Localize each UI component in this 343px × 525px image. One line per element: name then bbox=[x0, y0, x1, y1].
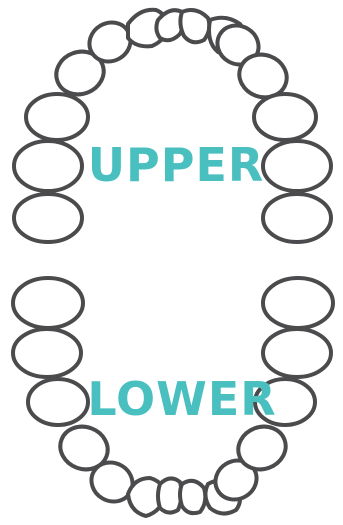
tooth-upper-right-molar-3[interactable] bbox=[263, 194, 331, 242]
upper-label: UPPER bbox=[88, 138, 265, 192]
tooth-lower-left-molar-1[interactable] bbox=[28, 379, 88, 425]
tooth-upper-left-molar-3[interactable] bbox=[14, 194, 82, 242]
tooth-lower-right-molar-3[interactable] bbox=[263, 278, 333, 328]
upper-arch bbox=[14, 10, 331, 242]
tooth-lower-right-incisor[interactable] bbox=[180, 481, 205, 513]
tooth-upper-left-molar-2[interactable] bbox=[14, 141, 82, 191]
lower-label: LOWER bbox=[87, 372, 276, 426]
tooth-upper-right-molar-1[interactable] bbox=[254, 94, 316, 140]
tooth-upper-left-molar-1[interactable] bbox=[26, 94, 88, 140]
tooth-lower-left-molar-2[interactable] bbox=[13, 329, 81, 377]
tooth-lower-left-molar-3[interactable] bbox=[13, 278, 83, 328]
tooth-upper-right-incisor[interactable] bbox=[180, 10, 209, 42]
tooth-lower-right-molar-2[interactable] bbox=[263, 329, 331, 377]
tooth-upper-right-molar-2[interactable] bbox=[263, 141, 331, 191]
